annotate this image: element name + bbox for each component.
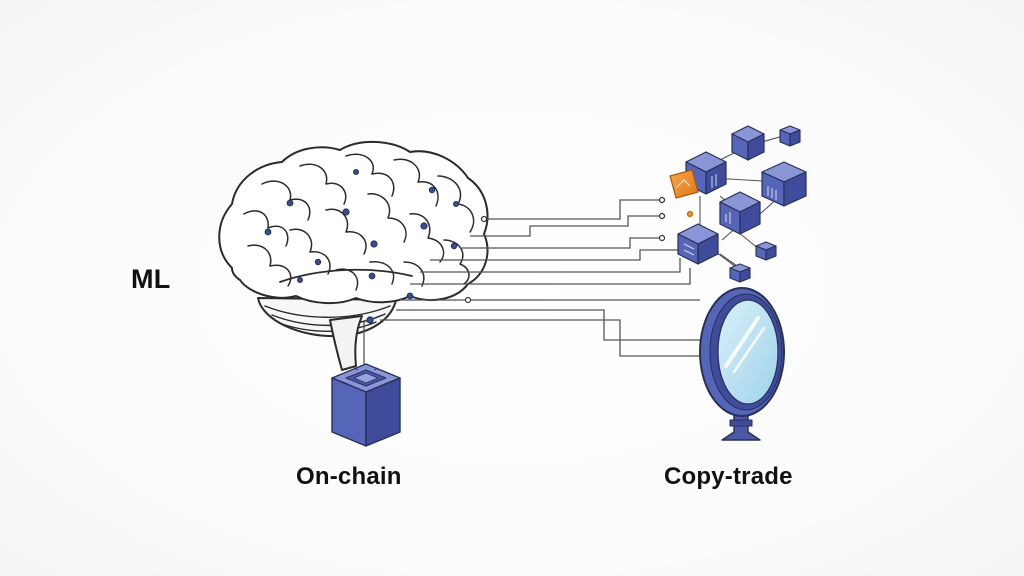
- brain-icon: [218, 140, 489, 371]
- on-chain-label: On-chain: [296, 463, 402, 490]
- brain-nodes: [264, 168, 459, 324]
- copy-trade-label: Copy-trade: [664, 463, 793, 490]
- orange-tile: [669, 169, 699, 199]
- mirror-icon: [699, 287, 785, 441]
- cube-network-icon: [669, 125, 807, 283]
- connector-nodes: [464, 196, 694, 304]
- ml-label: ML: [131, 264, 171, 294]
- connector-lines: [363, 199, 700, 372]
- chip-cube-icon: [331, 363, 401, 447]
